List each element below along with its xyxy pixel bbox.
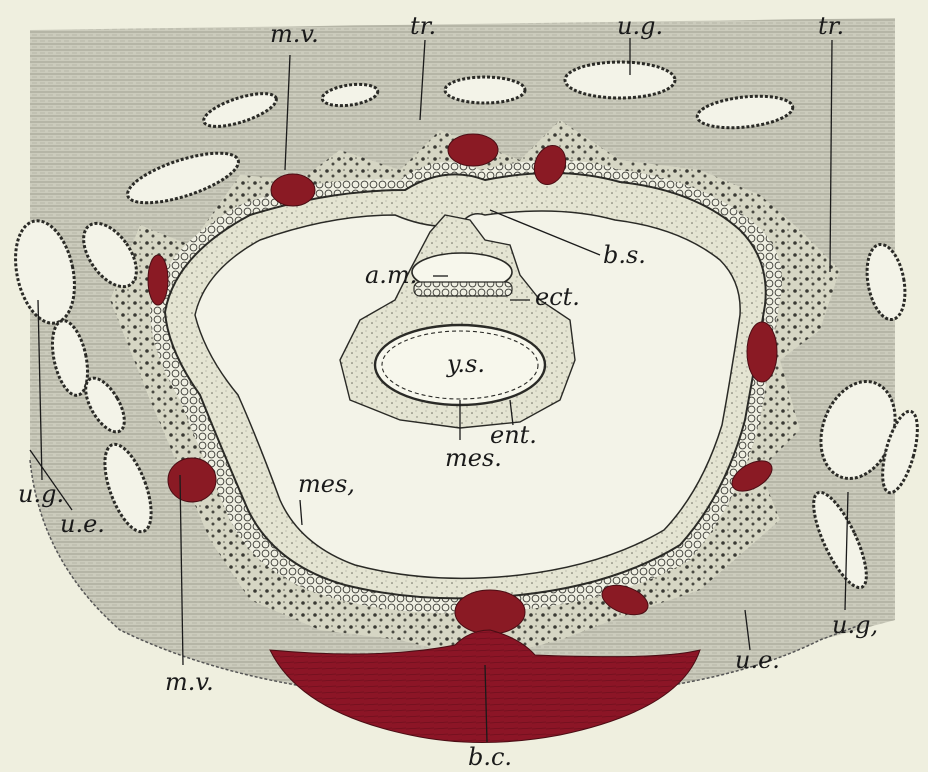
label-ys: y.s. — [446, 350, 485, 378]
label-ug-top: u.g. — [617, 12, 663, 40]
label-bc: b.c. — [468, 743, 512, 771]
label-ue-left: u.e. — [60, 510, 105, 538]
label-mv-top: m.v. — [270, 20, 319, 48]
label-ug-left: u.g. — [18, 480, 64, 508]
label-tr-right: tr. — [818, 12, 844, 40]
label-bs: b.s. — [603, 241, 646, 269]
label-mv-bottom: m.v. — [165, 668, 214, 696]
label-am: a.m. — [365, 261, 417, 289]
label-mes-center: mes. — [445, 444, 502, 472]
label-ug-right: u.g, — [832, 611, 878, 639]
label-mes-left: mes, — [298, 470, 355, 498]
label-tr-left: tr. — [410, 12, 436, 40]
label-ect: ect. — [535, 283, 580, 311]
ectoderm-plate — [414, 282, 512, 296]
label-ue-right: u.e. — [735, 646, 780, 674]
